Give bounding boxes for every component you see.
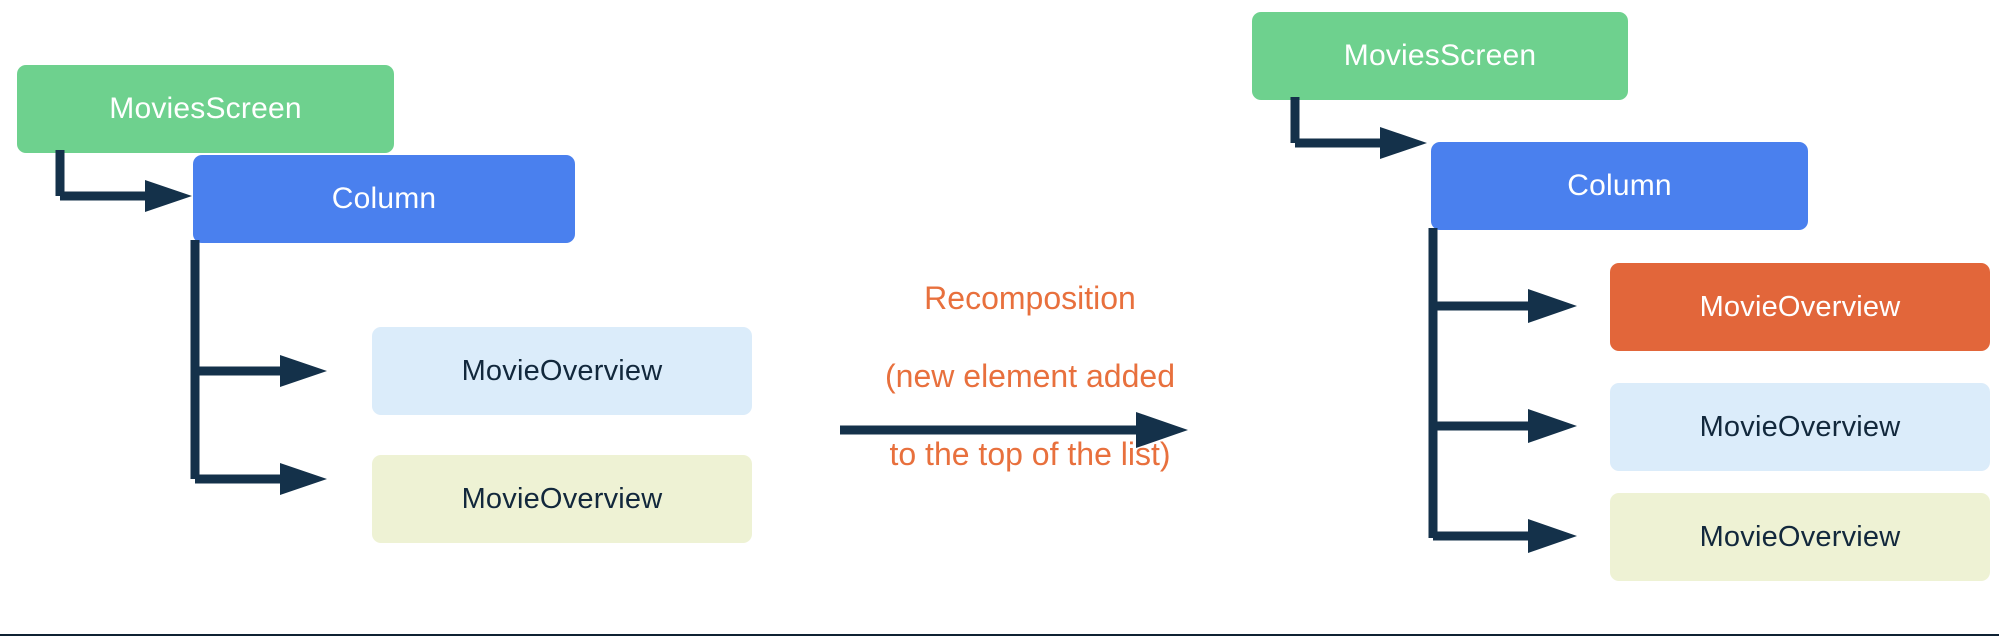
node-movie-overview-1-before[interactable]: MovieOverview	[372, 327, 752, 415]
recomposition-caption-line-2: (new element added	[885, 358, 1175, 395]
node-label: MovieOverview	[1699, 410, 1901, 443]
recomposition-caption: Recomposition (new element added to the …	[810, 240, 1250, 513]
node-movie-overview-2-before[interactable]: MovieOverview	[372, 455, 752, 543]
bottom-divider	[0, 634, 1999, 636]
recomposition-caption-line-1: Recomposition	[924, 280, 1136, 317]
node-label: Column	[331, 182, 437, 215]
node-movie-overview-new-after[interactable]: MovieOverview	[1610, 263, 1990, 351]
node-label: MoviesScreen	[1343, 39, 1537, 72]
node-label: MovieOverview	[461, 482, 663, 515]
node-movies-screen-before[interactable]: MoviesScreen	[17, 65, 394, 153]
connector-column-to-children-after	[1428, 228, 1577, 553]
node-label: MovieOverview	[461, 354, 663, 387]
node-movie-overview-2-after[interactable]: MovieOverview	[1610, 493, 1990, 581]
node-movie-overview-1-after[interactable]: MovieOverview	[1610, 383, 1990, 471]
recomposition-right-arrow-icon	[840, 412, 1188, 448]
node-label: Column	[1567, 169, 1672, 202]
connector-column-to-movie-overview-2-before	[190, 380, 327, 495]
node-column-after[interactable]: Column	[1431, 142, 1808, 230]
connector-movies-screen-to-column-before	[55, 150, 192, 212]
node-label: MovieOverview	[1699, 290, 1901, 323]
connector-column-to-children-before	[190, 240, 327, 397]
connector-movies-screen-to-column-after	[1290, 97, 1427, 159]
node-movies-screen-after[interactable]: MoviesScreen	[1252, 12, 1628, 100]
node-label: MoviesScreen	[109, 92, 302, 125]
node-column-before[interactable]: Column	[193, 155, 575, 243]
node-label: MovieOverview	[1699, 520, 1901, 553]
